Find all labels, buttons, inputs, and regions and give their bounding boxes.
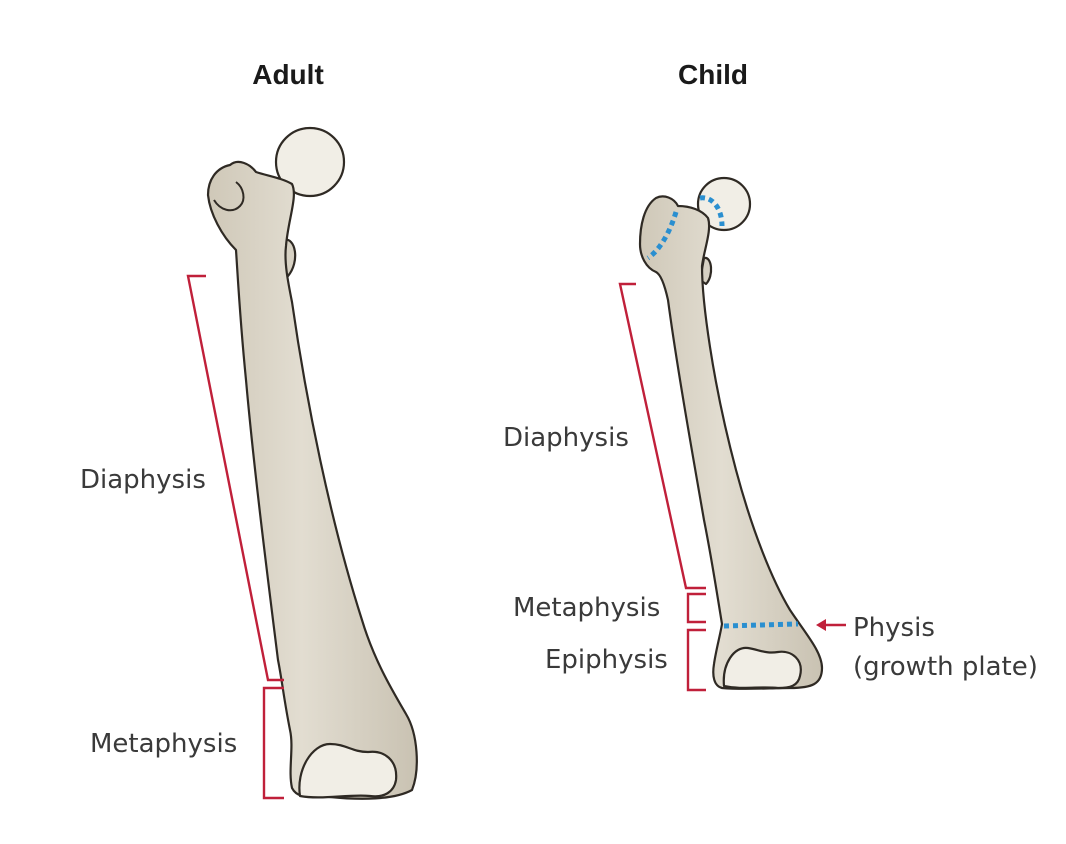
child-distal-condyle (722, 646, 802, 690)
adult-diaphysis-bracket (186, 274, 284, 682)
physis-sublabel: (growth plate) (853, 652, 1038, 682)
physis-arrow (816, 619, 846, 631)
child-distal-growth-plate (723, 621, 799, 629)
child-femoral-head (696, 176, 752, 232)
adult-femoral-head (274, 126, 346, 198)
adult-metaphysis-label: Metaphysis (90, 729, 237, 759)
child-femur (638, 176, 824, 690)
child-metaphysis-bracket (686, 592, 706, 624)
adult-femur (206, 126, 418, 800)
child-femur-body (638, 195, 824, 690)
child-trochanter-growth-plate (646, 211, 679, 261)
child-epiphysis-bracket (686, 628, 706, 692)
adult-femur-body (206, 160, 418, 800)
adult-title: Adult (252, 59, 324, 90)
adult-diaphysis-label: Diaphysis (80, 465, 206, 495)
adult-greater-trochanter-line (213, 181, 245, 212)
child-diaphysis-bracket (618, 282, 706, 590)
child-diaphysis-label: Diaphysis (503, 423, 629, 453)
physis-label: Physis (853, 613, 935, 643)
child-epiphysis-label: Epiphysis (545, 645, 668, 675)
child-title: Child (678, 59, 748, 90)
child-metaphysis-label: Metaphysis (513, 593, 660, 623)
adult-metaphysis-bracket (262, 686, 284, 800)
child-proximal-growth-plate (699, 195, 725, 227)
adult-distal-condyle (298, 742, 398, 799)
